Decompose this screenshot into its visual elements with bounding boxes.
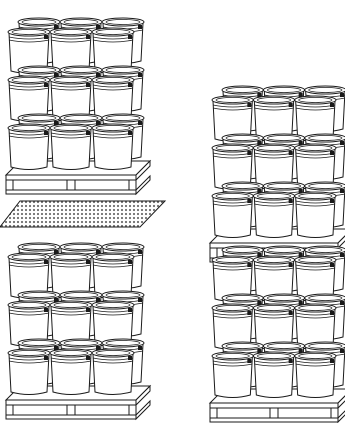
pail xyxy=(92,124,134,170)
right-lower-stack xyxy=(210,246,345,422)
pail xyxy=(253,192,294,238)
pail xyxy=(253,352,294,398)
pail xyxy=(295,352,336,398)
pail xyxy=(212,352,253,398)
right-upper-stack xyxy=(210,86,345,262)
pail xyxy=(50,124,92,170)
pail xyxy=(8,124,50,170)
tier-sheet xyxy=(0,201,165,227)
left-lower-stack xyxy=(6,243,150,419)
left-upper-stack xyxy=(6,18,150,194)
pail xyxy=(212,192,253,238)
pail xyxy=(50,349,92,395)
pail xyxy=(295,192,336,238)
pail xyxy=(8,349,50,395)
pail xyxy=(92,349,134,395)
